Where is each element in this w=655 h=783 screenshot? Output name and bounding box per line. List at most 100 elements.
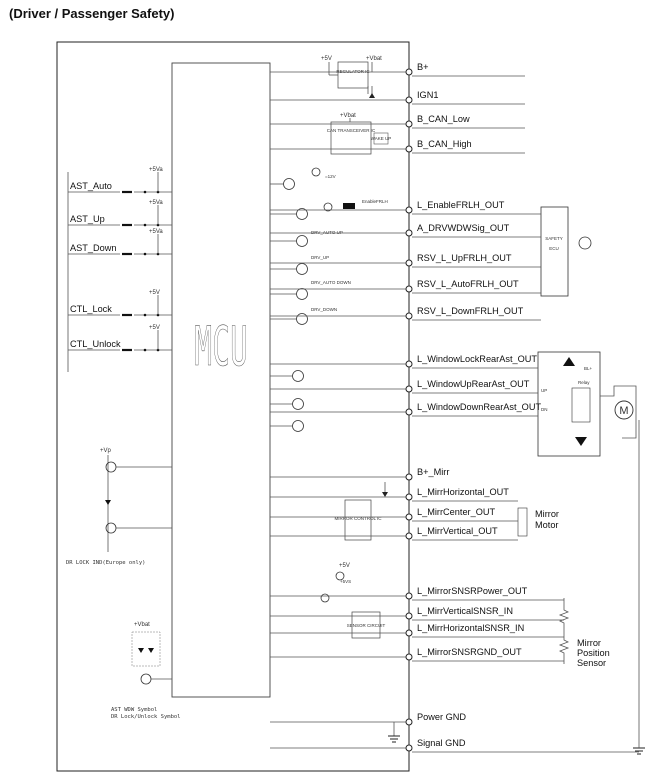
pin-b: B+	[270, 62, 525, 77]
arrow-down-icon	[575, 437, 587, 446]
mirror-sensor-label-3: Sensor	[577, 658, 606, 668]
pin-b-can-low: B_CAN_Low	[270, 114, 525, 129]
pin-rsv-l-autofrlh-out: RSV_L_AutoFRLH_OUT	[270, 279, 541, 294]
mirror-control-ic	[344, 499, 372, 541]
pin-l-mirrorsnsrpower-out: L_MirrorSNSRPower_OUT	[270, 586, 564, 601]
pin-label: L_MirrVerticalSNSR_IN	[417, 606, 513, 616]
pin-l-mirrhorizontalsnsr-in: L_MirrHorizontalSNSR_IN	[270, 623, 564, 638]
pin-label: B_CAN_High	[417, 139, 472, 149]
pin-rsv-l-downfrlh-out: RSV_L_DownFRLH_OUT	[270, 306, 541, 321]
bl-label: BL+	[584, 366, 593, 371]
mirror-control-label: MIRROR CONTROL IC	[334, 516, 382, 521]
switch-supply: +5Va	[149, 167, 163, 173]
switch-label: AST_Auto	[70, 181, 112, 191]
can-wake-label: WAKE UP	[371, 136, 392, 141]
mirror-motor-label-2: Motor	[535, 520, 559, 530]
transistor-icon	[292, 420, 304, 432]
pin-a-drvwdwsig-out: A_DRVWDWSig_OUT	[270, 223, 541, 238]
pin-label: B_CAN_Low	[417, 114, 470, 124]
up-label: UP	[541, 388, 547, 393]
internal-drivers: DRV_AUTO UP DRV_UP DRV_AUTO DOWN DRV_DOWN En…	[270, 167, 388, 603]
mirror-motor-label-1: Mirror	[535, 509, 559, 519]
pin-label: IGN1	[417, 90, 438, 100]
ast-note-2: DR Lock/Unlock Symbol	[111, 714, 181, 720]
pin-l-mirrorsnsrgnd-out: L_MirrorSNSRGND_OUT	[270, 647, 564, 662]
dn-label: DN	[541, 407, 548, 412]
rear-window-box	[537, 351, 601, 457]
supply-5v-sensor: +5V	[339, 563, 350, 569]
can-transceiver-ic	[330, 121, 372, 155]
mirror-sensor-resistors	[558, 598, 570, 664]
ast-note-1: AST WDW Symbol	[111, 707, 157, 713]
switch-label: AST_Down	[70, 243, 116, 253]
supply-vbat-ast: +Vbat	[134, 622, 150, 628]
module-outline	[56, 41, 410, 772]
can-label: CAN TRANSCEIVER IC	[327, 128, 376, 133]
supply-5v-top: +5V	[321, 56, 332, 62]
pin-power-gnd: Power GND	[270, 712, 466, 726]
transistor-icon	[296, 288, 308, 300]
pin-label: L_MirrCenter_OUT	[417, 507, 495, 517]
safety-ecu-label-1: SAFETY	[545, 236, 563, 241]
switch-supply: +5V	[149, 290, 160, 296]
switch-ctl-lock: +5V CTL_Lock	[68, 290, 172, 317]
supply-vbat-top: +Vbat	[366, 56, 382, 62]
pin-label: L_WindowUpRearAst_OUT	[417, 379, 530, 389]
transistor-icon	[292, 370, 304, 382]
pin-b-mirr: B+_Mirr	[270, 467, 449, 481]
regulator-ic	[337, 61, 369, 89]
pin-l-windowdownrearast-out: L_WindowDownRearAst_OUT	[270, 402, 541, 417]
pin-label: RSV_L_AutoFRLH_OUT	[417, 279, 519, 289]
internal-signal-label: DRV_AUTO DOWN	[311, 280, 351, 285]
pin-label: L_WindowDownRearAst_OUT	[417, 402, 541, 412]
switch-supply: +5Va	[149, 200, 163, 206]
pin-label: Signal GND	[417, 738, 466, 748]
pin-label: L_MirrVertical_OUT	[417, 526, 498, 536]
pin-rsv-l-upfrlh-out: RSV_L_UpFRLH_OUT	[270, 253, 541, 268]
pin-l-mirrvertical-out: L_MirrVertical_OUT	[270, 526, 518, 541]
pin-label: RSV_L_DownFRLH_OUT	[417, 306, 524, 316]
pin-label: L_MirrHorizontal_OUT	[417, 487, 509, 497]
pin-b-can-high: B_CAN_High	[270, 139, 525, 154]
switch-label: CTL_Lock	[70, 304, 112, 314]
safety-ecu-label-2: ECU	[549, 246, 559, 251]
page-title: (Driver / Passenger Safety)	[9, 6, 175, 21]
mirror-motor-box	[517, 507, 528, 537]
safety-motor-icon	[578, 236, 592, 250]
pin-l-windowlockrearast-out: L_WindowLockRearAst_OUT	[270, 354, 538, 369]
pin-l-mirrcenter-out: L_MirrCenter_OUT	[270, 507, 518, 522]
supply-vbat-can: +Vbat	[340, 113, 356, 119]
safety-ecu	[540, 206, 569, 297]
can-wake-box	[373, 132, 389, 145]
pin-label: B+	[417, 62, 429, 72]
internal-signal-label: EnableFRLH	[362, 199, 388, 204]
ground-right-icon	[633, 420, 645, 755]
internal-signal-label: DRV_AUTO UP	[311, 230, 343, 235]
pin-ign1: IGN1	[270, 90, 525, 105]
supply-vp: +Vp	[100, 448, 112, 454]
power-gnd-icon	[388, 722, 400, 743]
internal-signal-label: DRV_DOWN	[311, 307, 337, 312]
switch-layer: +5VaAST_Auto+5VaAST_Up+5VaAST_Down+5VCTL…	[68, 167, 172, 352]
mcu-block	[171, 62, 271, 698]
pin-signal-gnd: Signal GND	[270, 738, 639, 753]
internal-signal-label: DRV_UP	[311, 255, 329, 260]
transistor-icon	[283, 178, 295, 190]
mirror-sensor-label-2: Position	[577, 648, 610, 658]
transistor-icon	[296, 235, 308, 247]
pin-label: RSV_L_UpFRLH_OUT	[417, 253, 512, 263]
pin-label: L_MirrorSNSRGND_OUT	[417, 647, 522, 657]
pin-label: L_EnableFRLH_OUT	[417, 200, 505, 210]
pin-label: L_MirrHorizontalSNSR_IN	[417, 623, 524, 633]
transistor-icon	[292, 398, 304, 410]
pin-label: B+_Mirr	[417, 467, 449, 477]
rear-motor-icon	[614, 400, 634, 420]
transistor-icon	[296, 313, 308, 325]
dr-lock-indicator	[105, 455, 172, 685]
transistor-icon	[296, 263, 308, 275]
pin-l-windowuprearast-out: L_WindowUpRearAst_OUT	[270, 379, 538, 394]
